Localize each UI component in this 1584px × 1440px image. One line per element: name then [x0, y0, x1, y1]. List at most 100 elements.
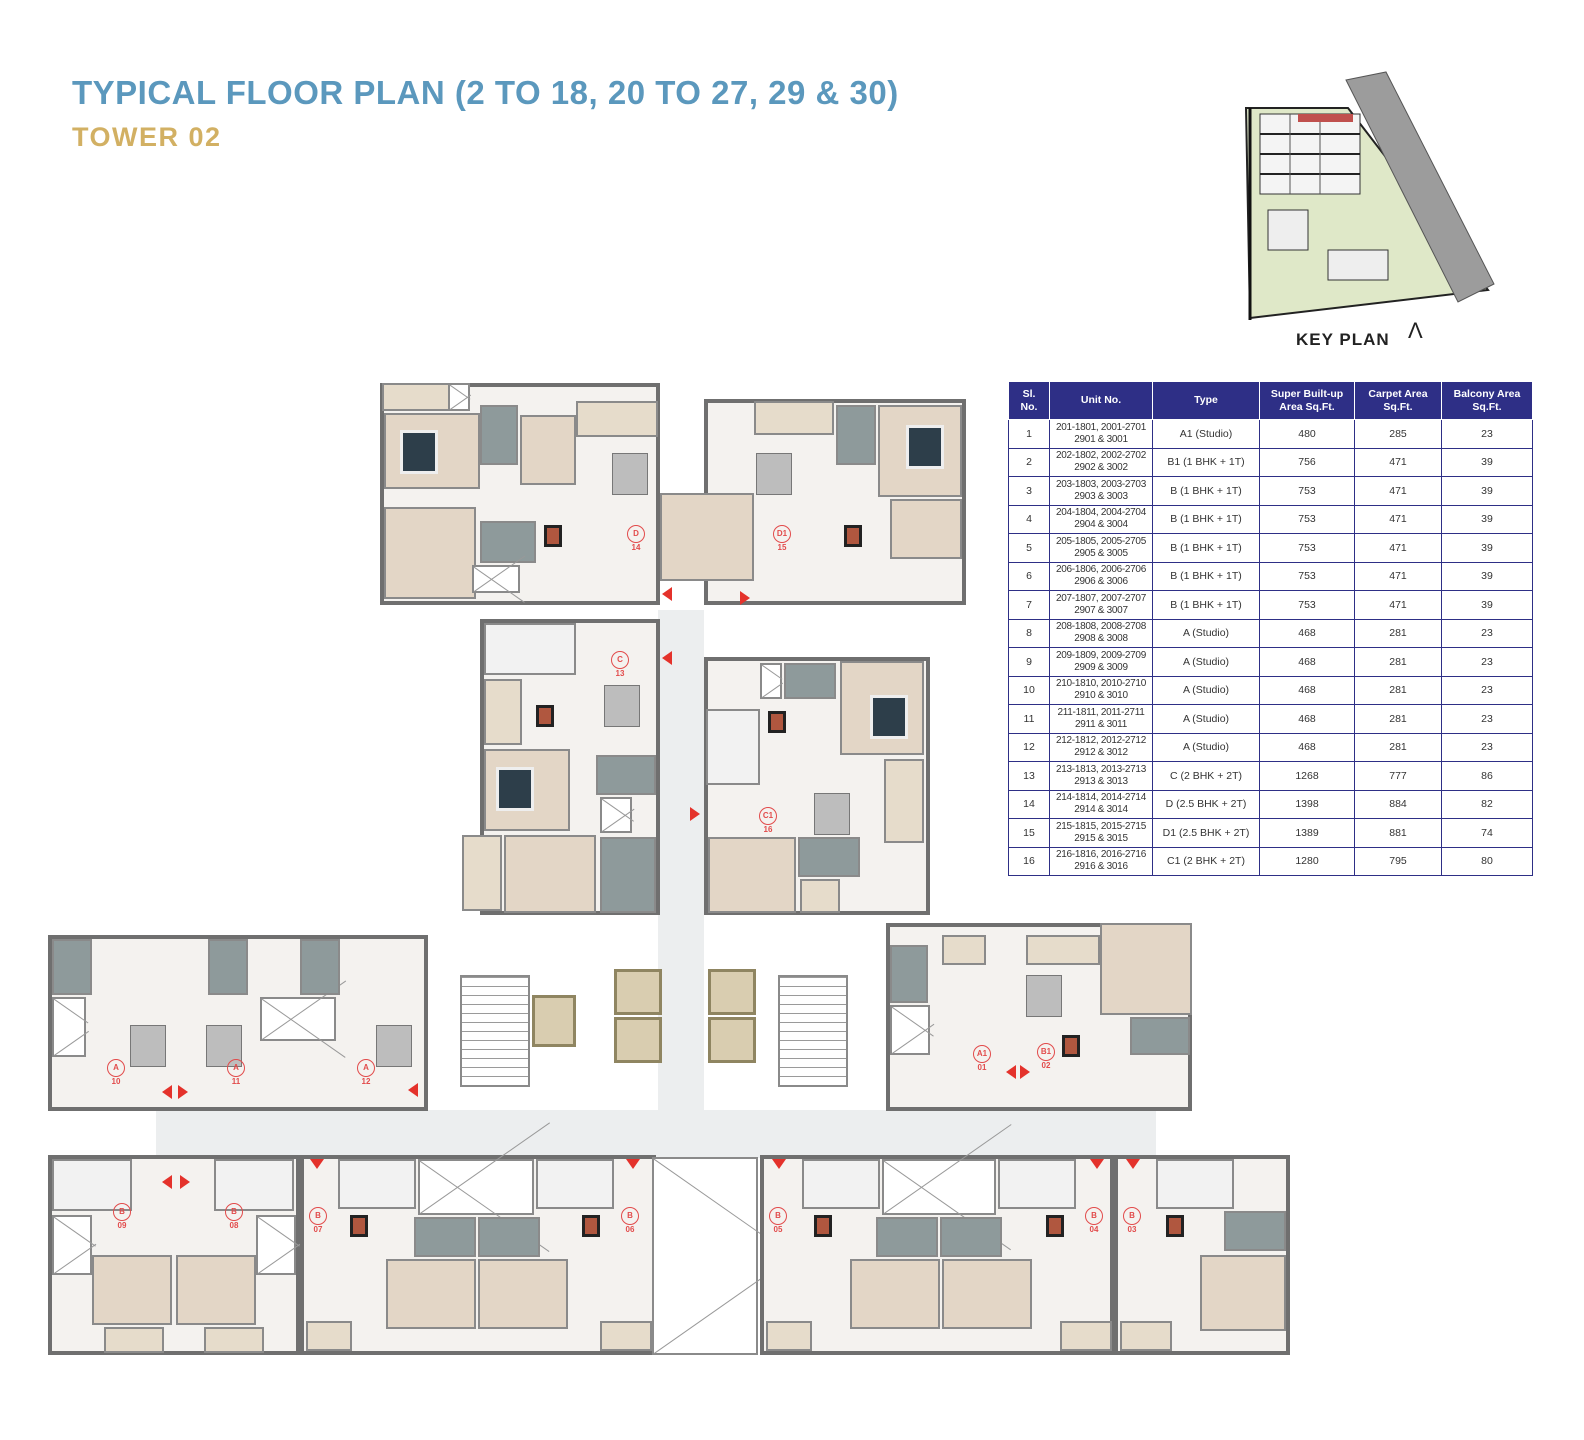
- entry-arrow-icon: [310, 1159, 324, 1169]
- sofa-icon: [604, 685, 640, 727]
- lift-2: [614, 1017, 662, 1063]
- study: [520, 415, 576, 485]
- central-corridor: [658, 610, 704, 1170]
- kitchen: [214, 1159, 294, 1211]
- service-lift: [532, 995, 576, 1047]
- entry-arrow-icon: [180, 1175, 190, 1189]
- type-cell: C (2 BHK + 2T): [1152, 761, 1260, 791]
- balcony: [484, 679, 522, 745]
- duct: [52, 1215, 92, 1275]
- unit-no-line-2: 2916 & 3016: [1074, 861, 1128, 873]
- balcony: [766, 1321, 812, 1351]
- balcony: [600, 1321, 652, 1351]
- balcony-area-cell: 80: [1441, 846, 1533, 876]
- master-bedroom: [384, 507, 476, 599]
- toilet: [596, 755, 656, 795]
- unit-no-line-2: 2905 & 3005: [1074, 547, 1128, 559]
- toilet: [940, 1217, 1002, 1257]
- unit-no-line-2: 2909 & 3009: [1074, 661, 1128, 673]
- bedroom: [386, 1259, 476, 1329]
- kitchen: [484, 623, 576, 675]
- type-cell: D1 (2.5 BHK + 2T): [1152, 818, 1260, 848]
- sofa-icon: [756, 453, 792, 495]
- super-builtup-cell: 468: [1259, 732, 1355, 762]
- sofa-icon: [1026, 975, 1062, 1017]
- toilet: [414, 1217, 476, 1257]
- carpet-area-cell: 281: [1354, 675, 1442, 705]
- entry-arrow-icon: [626, 1159, 640, 1169]
- col-balcony-area: Balcony Area Sq.Ft.: [1441, 381, 1533, 420]
- sl-cell: 11: [1008, 704, 1050, 734]
- duct: [890, 1005, 930, 1055]
- dining-table-icon: [350, 1215, 368, 1237]
- unit-no-line-1: 209-1809, 2009-2709: [1056, 649, 1146, 661]
- entry-arrow-icon: [740, 591, 750, 605]
- bedroom: [1100, 923, 1192, 1015]
- balcony: [754, 401, 834, 435]
- balcony-area-cell: 23: [1441, 618, 1533, 648]
- bed-icon: [870, 695, 908, 739]
- balcony-area-cell: 23: [1441, 647, 1533, 677]
- unit-no-line-2: 2906 & 3006: [1074, 576, 1128, 588]
- balcony-area-cell: 23: [1441, 675, 1533, 705]
- unit-no-line-2: 2902 & 3002: [1074, 462, 1128, 474]
- toilet: [798, 837, 860, 877]
- type-cell: A (Studio): [1152, 732, 1260, 762]
- bed-icon: [400, 430, 438, 474]
- duct: [882, 1159, 996, 1215]
- balcony: [1026, 935, 1100, 965]
- study: [890, 499, 962, 559]
- duct: [760, 663, 782, 699]
- sl-cell: 15: [1008, 818, 1050, 848]
- sl-cell: 13: [1008, 761, 1050, 791]
- key-plan-map: [1244, 71, 1495, 320]
- kitchen: [706, 709, 760, 785]
- type-cell: B (1 BHK + 1T): [1152, 561, 1260, 591]
- sofa-icon: [376, 1025, 412, 1067]
- kitchen: [998, 1159, 1076, 1209]
- dining-table-icon: [844, 525, 862, 547]
- staircase-left: [460, 975, 530, 1087]
- type-cell: C1 (2 BHK + 2T): [1152, 846, 1260, 876]
- duct: [448, 383, 470, 411]
- unit-no-line-1: 211-1811, 2011-2711: [1057, 706, 1145, 718]
- toilet: [478, 1217, 540, 1257]
- unit-area-table: Sl. No. Unit No. Type Super Built-up Are…: [1008, 381, 1533, 876]
- kitchen: [536, 1159, 614, 1209]
- balcony-area-cell: 74: [1441, 818, 1533, 848]
- dining-table-icon: [582, 1215, 600, 1237]
- bedroom: [176, 1255, 256, 1325]
- balcony-area-cell: 23: [1441, 419, 1533, 449]
- carpet-area-cell: 881: [1354, 818, 1442, 848]
- toilet: [1130, 1017, 1190, 1055]
- unit-no-line-1: 207-1807, 2007-2707: [1056, 592, 1146, 604]
- bedroom: [942, 1259, 1032, 1329]
- page-title: TYPICAL FLOOR PLAN (2 TO 18, 20 TO 27, 2…: [72, 74, 899, 111]
- balcony: [104, 1327, 164, 1353]
- unit-no-line-2: 2911 & 3011: [1075, 718, 1127, 730]
- entry-arrow-icon: [178, 1085, 188, 1099]
- staircase-right: [778, 975, 848, 1087]
- entry-arrow-icon: [1020, 1065, 1030, 1079]
- balcony-area-cell: 39: [1441, 590, 1533, 620]
- balcony-area-cell: 39: [1441, 533, 1533, 563]
- balcony: [204, 1327, 264, 1353]
- bedroom: [850, 1259, 940, 1329]
- dining-table-icon: [536, 705, 554, 727]
- bedroom: [92, 1255, 172, 1325]
- super-builtup-cell: 1398: [1259, 789, 1355, 819]
- carpet-area-cell: 471: [1354, 447, 1442, 477]
- unit-no-line-1: 215-1815, 2015-2715: [1056, 820, 1146, 832]
